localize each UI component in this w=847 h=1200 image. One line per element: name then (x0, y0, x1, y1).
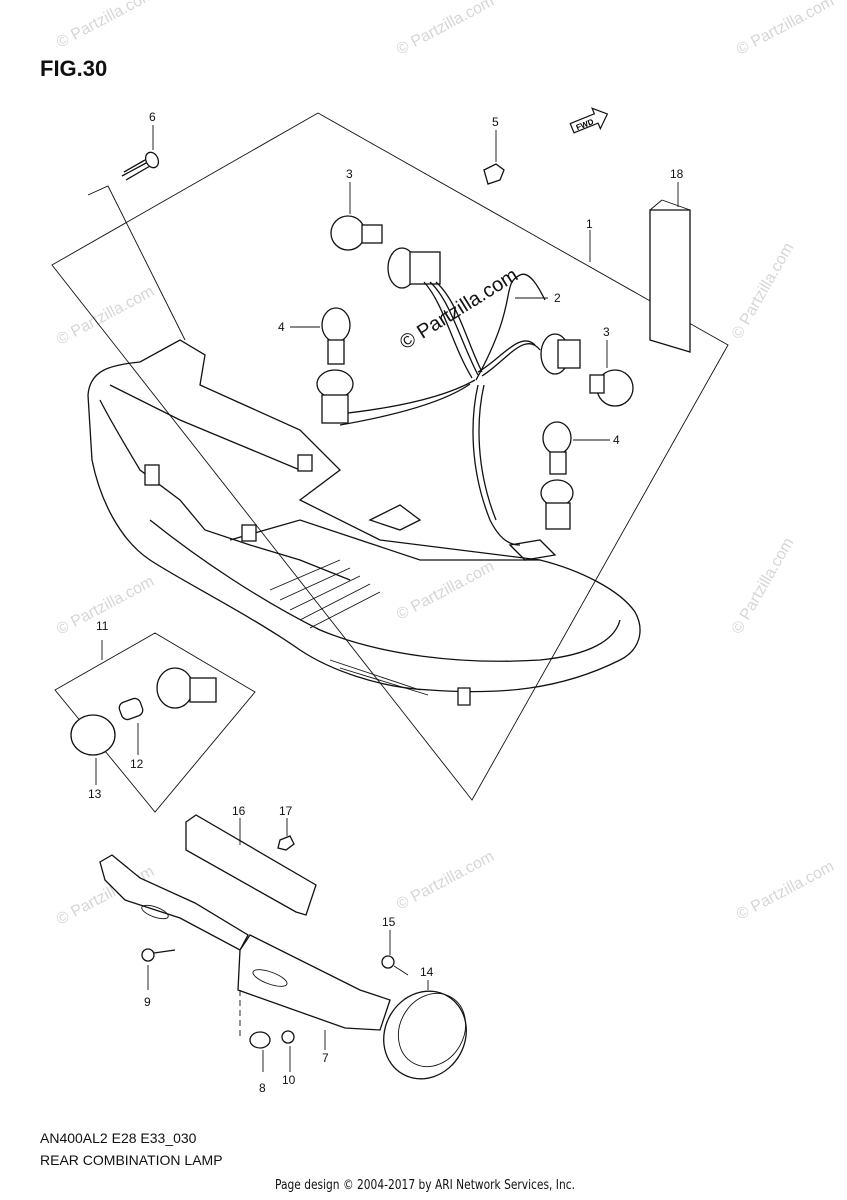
callout-labels: 1 2 3 3 4 4 5 6 7 8 9 10 11 12 13 14 15 … (88, 110, 684, 1095)
callout-label-5: 5 (492, 115, 499, 129)
screw-part-6 (87, 125, 186, 341)
callout-label-17: 17 (279, 804, 293, 818)
figure-description: REAR COMBINATION LAMP (40, 1152, 223, 1168)
watermark-layer: © Partzilla.com © Partzilla.com © Partzi… (54, 0, 837, 929)
watermark-text: © Partzilla.com (394, 0, 497, 59)
callout-label-3: 3 (603, 325, 610, 339)
model-code: AN400AL2 E28 E33_030 (40, 1130, 197, 1146)
callout-label-1: 1 (586, 217, 593, 231)
callout-label-15: 15 (382, 915, 396, 929)
callout-label-18: 18 (670, 167, 684, 181)
watermark-text: © Partzilla.com (729, 535, 798, 637)
page-footer: Page design © 2004-2017 by ARI Network S… (275, 1178, 575, 1193)
tape-part-18 (649, 182, 691, 353)
callout-label-7: 7 (322, 1051, 329, 1065)
assembly-outline-box (51, 112, 729, 801)
washer-part-8 (249, 1031, 271, 1072)
callout-label-10: 10 (282, 1073, 296, 1087)
callout-label-8: 8 (259, 1081, 266, 1095)
callout-label-16: 16 (232, 804, 246, 818)
watermark-text: © Partzilla.com (54, 0, 157, 52)
callout-label-11: 11 (96, 619, 109, 633)
figure-title: FIG.30 (40, 56, 108, 81)
watermark-text: © Partzilla.com (394, 848, 497, 914)
reflector-part-14 (383, 980, 467, 1080)
callout-label-2: 2 (554, 291, 561, 305)
sub-assembly-box (54, 632, 256, 813)
bulb-part-4-right (540, 421, 610, 530)
nut-part-17 (277, 818, 295, 851)
callout-label-9: 9 (144, 995, 151, 1009)
watermark-text: © Partzilla.com (54, 283, 157, 349)
bracket-part-7 (99, 854, 391, 1050)
watermark-text: © Partzilla.com (729, 240, 798, 342)
watermark-text: © Partzilla.com (734, 858, 837, 924)
reflector-part-16 (185, 814, 317, 916)
bulb-part-3-top (330, 182, 383, 251)
watermark-text: © Partzilla.com (394, 558, 497, 624)
clip-part-5 (483, 130, 505, 185)
socket-top (387, 247, 483, 379)
callout-label-4: 4 (278, 320, 285, 334)
nut-part-15 (381, 930, 409, 976)
harness-part-2 (329, 273, 548, 546)
callout-label-4: 4 (613, 433, 620, 447)
callout-label-3: 3 (346, 167, 353, 181)
screw-part-9 (141, 948, 176, 990)
nut-part-10 (281, 1030, 295, 1072)
bulb-part-4-left (290, 307, 354, 424)
bulb-part-3-right (540, 333, 634, 407)
callout-label-13: 13 (88, 787, 102, 801)
callout-label-6: 6 (149, 110, 156, 124)
lamp-housing-part-1 (87, 230, 641, 706)
fwd-arrow-icon: FWD (569, 107, 609, 134)
callout-label-14: 14 (420, 965, 434, 979)
fwd-label: FWD (575, 117, 595, 132)
watermark-text: © Partzilla.com (734, 0, 837, 59)
callout-label-12: 12 (130, 757, 144, 771)
